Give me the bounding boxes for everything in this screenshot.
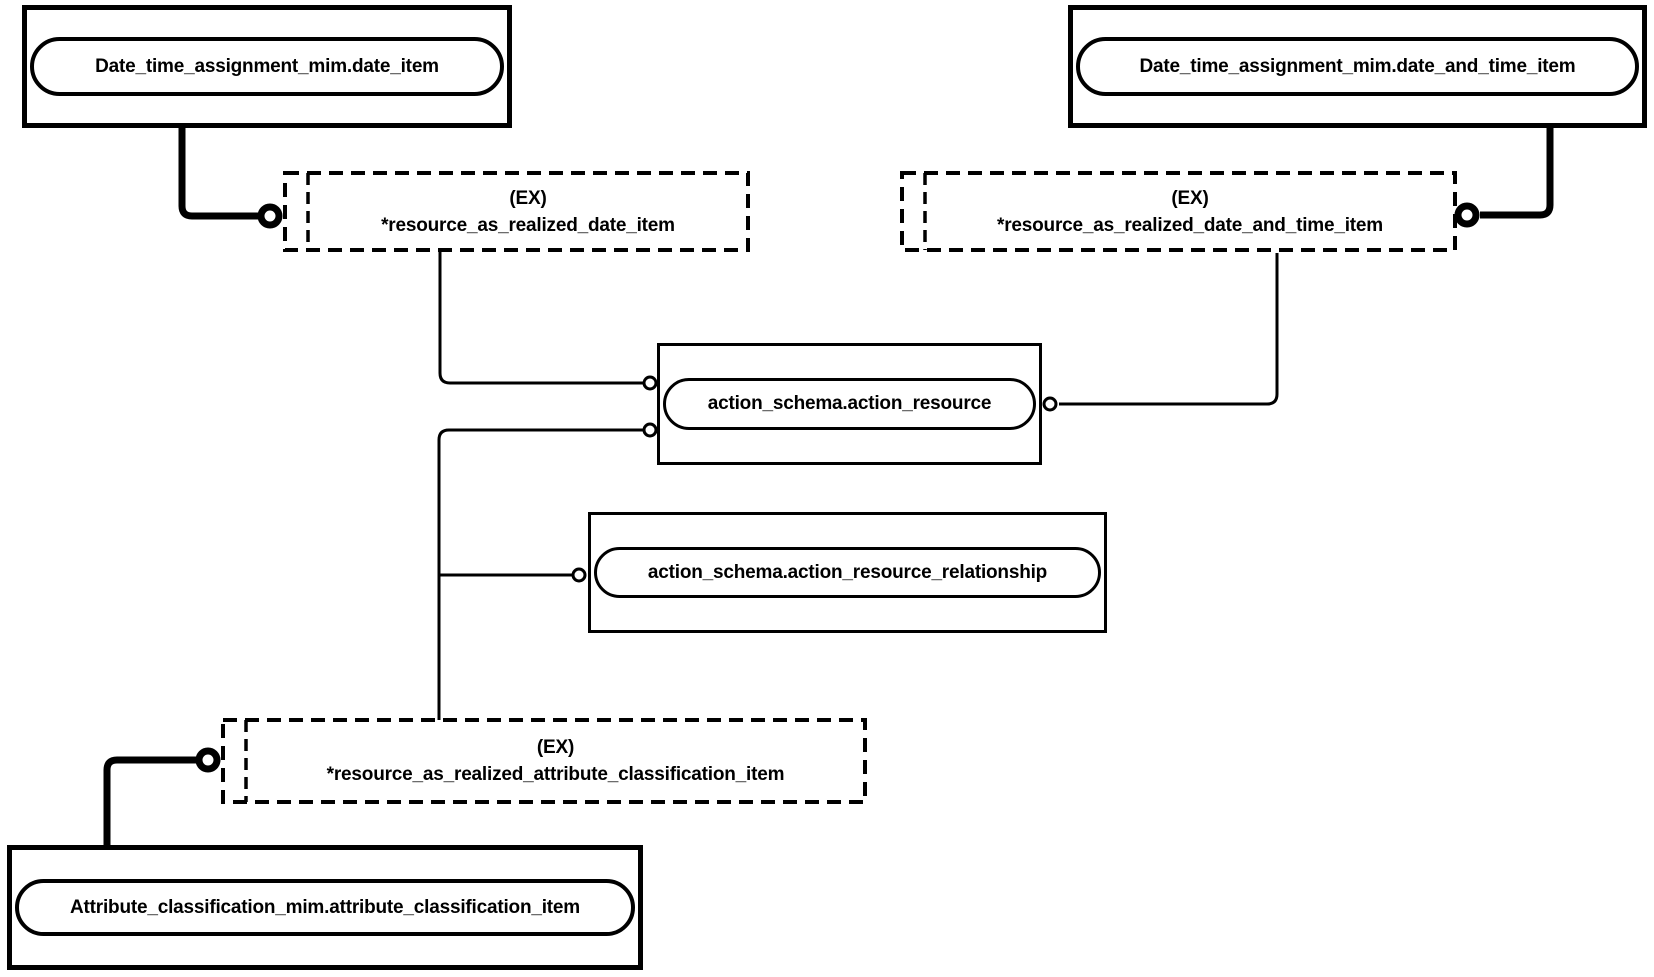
stadium-date-item: Date_time_assignment_mim.date_item [30, 37, 504, 96]
interschema-ref-resource-as-realized-date-and-time-item: (EX) *resource_as_realized_date_and_time… [902, 173, 1455, 250]
entity-node-date-item: Date_time_assignment_mim.date_item [22, 5, 512, 128]
entity-label: Date_time_assignment_mim.date_and_time_i… [1139, 55, 1576, 77]
connector-attribute-classification-item-to-ref [103, 756, 196, 845]
entity-label: action_schema.action_resource [707, 393, 992, 414]
interschema-ref-resource-as-realized-date-item: (EX) *resource_as_realized_date_item [285, 173, 748, 250]
connector-end-circle [257, 203, 283, 229]
connector-ref-attr-classification-to-action-resource [437, 428, 643, 720]
entity-node-attribute-classification-item: Attribute_classification_mim.attribute_c… [7, 845, 643, 970]
entity-node-action-resource: action_schema.action_resource [657, 343, 1042, 465]
ref-frame-date-and-time-item [900, 171, 1457, 252]
entity-label: Attribute_classification_mim.attribute_c… [69, 896, 580, 918]
stadium-date-and-time-item: Date_time_assignment_mim.date_and_time_i… [1076, 37, 1639, 96]
ref-label: *resource_as_realized_attribute_classifi… [326, 764, 785, 785]
stadium-action-resource-relationship: action_schema.action_resource_relationsh… [594, 547, 1101, 598]
connector-ref-date-item-to-action-resource [438, 250, 643, 385]
entity-node-action-resource-relationship: action_schema.action_resource_relationsh… [588, 512, 1107, 633]
entity-label: action_schema.action_resource_relationsh… [647, 561, 1048, 583]
ref-tag: (EX) [509, 187, 547, 209]
ref-frame-attribute-classification-item [221, 718, 867, 804]
connector-end-circle [571, 567, 587, 583]
connector-end-circle [642, 375, 658, 391]
connector-end-circle [195, 747, 221, 773]
stadium-action-resource: action_schema.action_resource [663, 378, 1036, 430]
ref-tag: (EX) [536, 737, 575, 758]
entity-label: Date_time_assignment_mim.date_item [95, 55, 439, 77]
interschema-ref-resource-as-realized-attribute-classification-item: (EX) *resource_as_realized_attribute_cla… [223, 720, 865, 802]
connector-end-circle [642, 422, 658, 438]
connector-end-circle [1042, 396, 1058, 412]
ref-tag: (EX) [1171, 187, 1209, 209]
ref-frame-date-item [283, 171, 750, 252]
ref-label: *resource_as_realized_date_and_time_item [997, 214, 1383, 236]
stadium-attribute-classification-item: Attribute_classification_mim.attribute_c… [15, 879, 635, 936]
connector-ref-date-and-time-to-action-resource [1059, 253, 1279, 406]
connector-date-and-time-item-to-ref [1480, 128, 1554, 219]
entity-node-date-and-time-item: Date_time_assignment_mim.date_and_time_i… [1068, 5, 1647, 128]
connector-date-item-to-ref [178, 128, 258, 220]
connector-end-circle [1454, 202, 1480, 228]
ref-label: *resource_as_realized_date_item [381, 214, 675, 236]
